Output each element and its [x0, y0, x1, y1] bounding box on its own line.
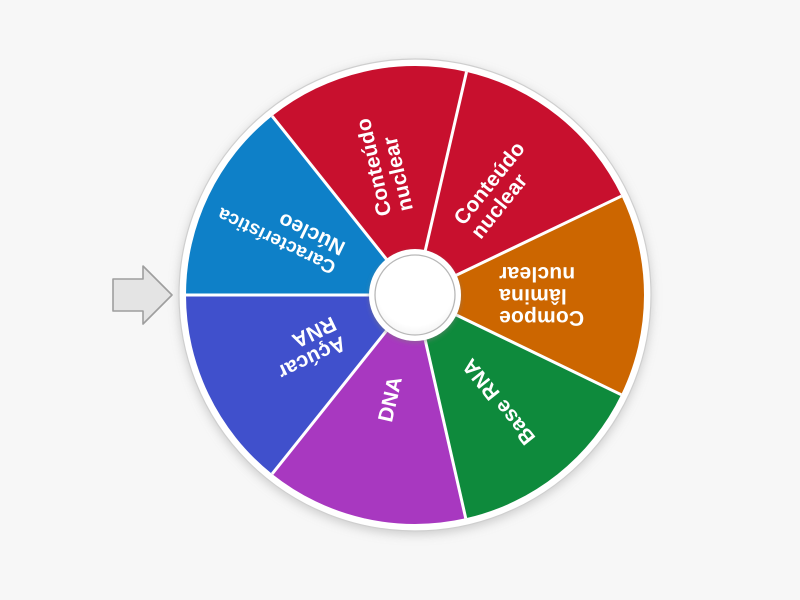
seg-compoe-lamina-nuclear[interactable]	[415, 196, 644, 395]
seg-base-rna[interactable]	[415, 295, 622, 519]
wheel-hub[interactable]	[374, 254, 456, 336]
seg-conteudo-nuclear-wrap[interactable]	[272, 66, 467, 296]
spin-pointer[interactable]	[112, 265, 173, 325]
segment-label-line: lâmina	[499, 284, 567, 307]
seg-dna[interactable]	[272, 295, 466, 524]
segment-label-line: nuclear	[499, 262, 575, 285]
seg-acucar-rna[interactable]	[186, 295, 415, 474]
seg-caracteristica-nucleo[interactable]	[186, 116, 415, 295]
wheel-segments[interactable]	[186, 66, 644, 524]
pointer-arrow-icon[interactable]	[112, 265, 173, 325]
segment-label-line: Compoe	[499, 306, 584, 329]
seg-conteudo-nuclear[interactable]	[415, 71, 622, 295]
